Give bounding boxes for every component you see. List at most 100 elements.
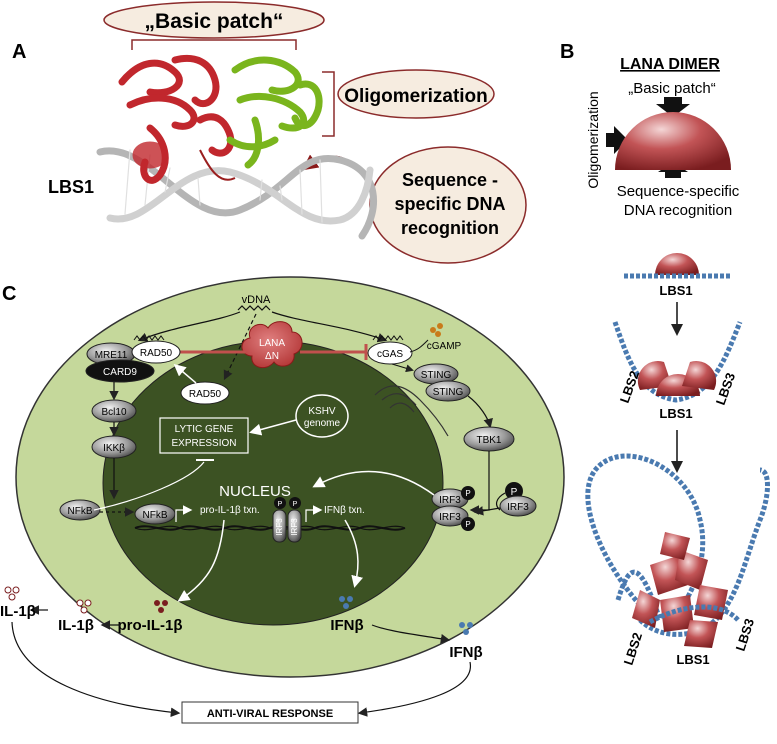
antiviral-box	[181, 701, 359, 724]
il1b-to-antiviral	[11, 621, 181, 718]
ifnb-out-dots-icon	[459, 622, 473, 635]
irf3-p-label-2: P	[465, 520, 470, 529]
kshv-label-line2: genome	[304, 418, 341, 429]
irf3-p-icon-2	[461, 517, 475, 531]
basic-patch-label: „Basic patch“	[145, 10, 284, 33]
nfkb-nuc-node	[134, 503, 176, 525]
lytic-label-line2: EXPRESSION	[171, 438, 236, 449]
kshv-genome-node	[295, 394, 349, 438]
lbs3-label-b3: LBS3	[733, 617, 758, 653]
basic-patch-callout	[103, 1, 325, 39]
lbs1-label-b2: LBS1	[659, 406, 692, 421]
oligomerization-label: Oligomerization	[344, 86, 488, 107]
panel-b: B LANA DIMER „Basic patch“ Oligomerizati…	[560, 41, 770, 667]
lbs-loop-diagram: LBS2 LBS1 LBS3	[585, 453, 770, 667]
phospho-p-label: P	[511, 487, 518, 498]
lytic-gene-box	[159, 417, 249, 454]
er-membrane	[374, 385, 449, 437]
irf3-to-dimer	[473, 506, 501, 516]
rad50-top-label: RAD50	[140, 348, 173, 359]
irf3-nuc-node-2	[287, 509, 302, 543]
card9-node	[85, 359, 155, 383]
lana-label-line1: LANA	[259, 338, 285, 349]
vdna-to-nucleus	[223, 313, 257, 381]
cgas-squiggle	[372, 335, 404, 341]
cgamp-label: cGAMP	[427, 341, 462, 352]
lytic-label-line1: LYTIC GENE	[175, 424, 234, 435]
panel-c: C NUCLEUS vDNA LANA ΔN MRE11 RAD50 CARD9…	[0, 276, 565, 724]
mre11-label: MRE11	[95, 350, 128, 361]
vdna-label: vDNA	[242, 294, 271, 306]
irf3-nuc-label-1: IRF3	[275, 518, 284, 536]
lana-dimer-seq-line2: DNA recognition	[624, 202, 732, 219]
irf3-dimer-node-2	[431, 505, 469, 527]
irf3-nuc-p-label-2: P	[293, 501, 298, 508]
pro-il1b-export-arrow	[177, 519, 225, 602]
panel-b-letter: B	[560, 41, 574, 63]
pro-il1b-label: pro-IL-1β	[118, 617, 183, 634]
panel-a-letter: A	[12, 41, 26, 63]
card9-label: CARD9	[103, 367, 137, 378]
ifnb-export-arrow	[344, 519, 364, 588]
sting-node-2	[425, 380, 471, 402]
irf3-nuc-label-2: IRF3	[290, 518, 299, 536]
cgamp-icon	[430, 323, 443, 337]
panel-a: A „Basic patch“ Oligomerization Sequence…	[12, 1, 527, 264]
lbs1-label-b3: LBS1	[676, 652, 709, 667]
nfkb-txn-arrow	[175, 505, 193, 522]
nfkb-inhibit-lytic	[93, 461, 205, 511]
panel-c-letter: C	[2, 283, 16, 305]
nucleus-label: NUCLEUS	[219, 483, 291, 500]
kshv-to-lytic	[249, 419, 297, 436]
lbs1-label-a: LBS1	[48, 177, 94, 197]
cgas-label: cGAS	[377, 349, 403, 360]
sting-label-1: STING	[421, 370, 452, 381]
rad50-mid-node	[180, 381, 230, 405]
irf3-nuc-p-label-1: P	[278, 501, 283, 508]
pro-il1b-txn-label: pro-IL-1β txn.	[200, 505, 260, 516]
phospho-p-icon	[505, 482, 523, 500]
down-arrow-icon	[656, 97, 690, 117]
lana-monomer-red	[118, 54, 235, 184]
nuclear-dna-strand2	[134, 525, 406, 531]
irf3-nuc-p-1	[274, 497, 286, 509]
lana-dimer-seq-line1: Sequence-specific	[617, 183, 740, 200]
rad50-squiggle	[133, 335, 165, 341]
ifnb-in-label: IFNβ	[330, 617, 363, 634]
ifnb-out-label: IFNβ	[449, 644, 482, 661]
ikkb-label: IKKβ	[103, 443, 125, 454]
nfkb-nuc-label: NFkB	[143, 510, 168, 521]
rad50-top-node	[131, 340, 181, 364]
seq-dna-line3: recognition	[401, 218, 499, 238]
vdna-to-rad50	[137, 311, 241, 342]
bcl10-label: Bcl10	[101, 407, 126, 418]
irf3-p-label-1: P	[465, 489, 470, 498]
vdna-to-cgas	[271, 311, 388, 343]
sting-to-tbk1	[467, 395, 493, 429]
ifnb-to-antiviral	[357, 661, 471, 717]
cgas-to-cgamp-arrow	[409, 339, 429, 353]
lbs1-binding-diagram: LBS1	[624, 253, 732, 298]
lana-dimer-basic-patch: „Basic patch“	[628, 80, 716, 97]
irf3-dimer-label-1: IRF3	[439, 495, 461, 506]
ifnb-txn-label: IFNβ txn.	[324, 505, 365, 516]
irf3-single-label: IRF3	[507, 502, 529, 513]
irf3-dimer-label-2: IRF3	[439, 512, 461, 523]
lana-dimer-title: LANA DIMER	[620, 56, 720, 73]
irf3-to-nucleus	[312, 470, 435, 496]
il1b-in-label: IL-1β	[58, 617, 94, 634]
rad50-mid-arrow	[173, 364, 197, 384]
cgas-node	[367, 341, 413, 365]
irf3-single-node	[499, 495, 537, 517]
irf3-txn-arrow	[305, 505, 323, 522]
pro-il1b-dots-icon	[154, 600, 168, 613]
lbs2-label-b3: LBS2	[621, 631, 646, 667]
cgas-to-sting-arrow	[391, 363, 414, 373]
lana-dimer-dome	[615, 112, 731, 170]
basic-patch-bracket	[131, 39, 297, 50]
ifnb-in-dots-icon	[339, 596, 353, 609]
lana-loop-thin	[199, 149, 236, 181]
seq-dna-line2: specific DNA	[394, 194, 505, 214]
rad50-mid-label: RAD50	[189, 389, 222, 400]
